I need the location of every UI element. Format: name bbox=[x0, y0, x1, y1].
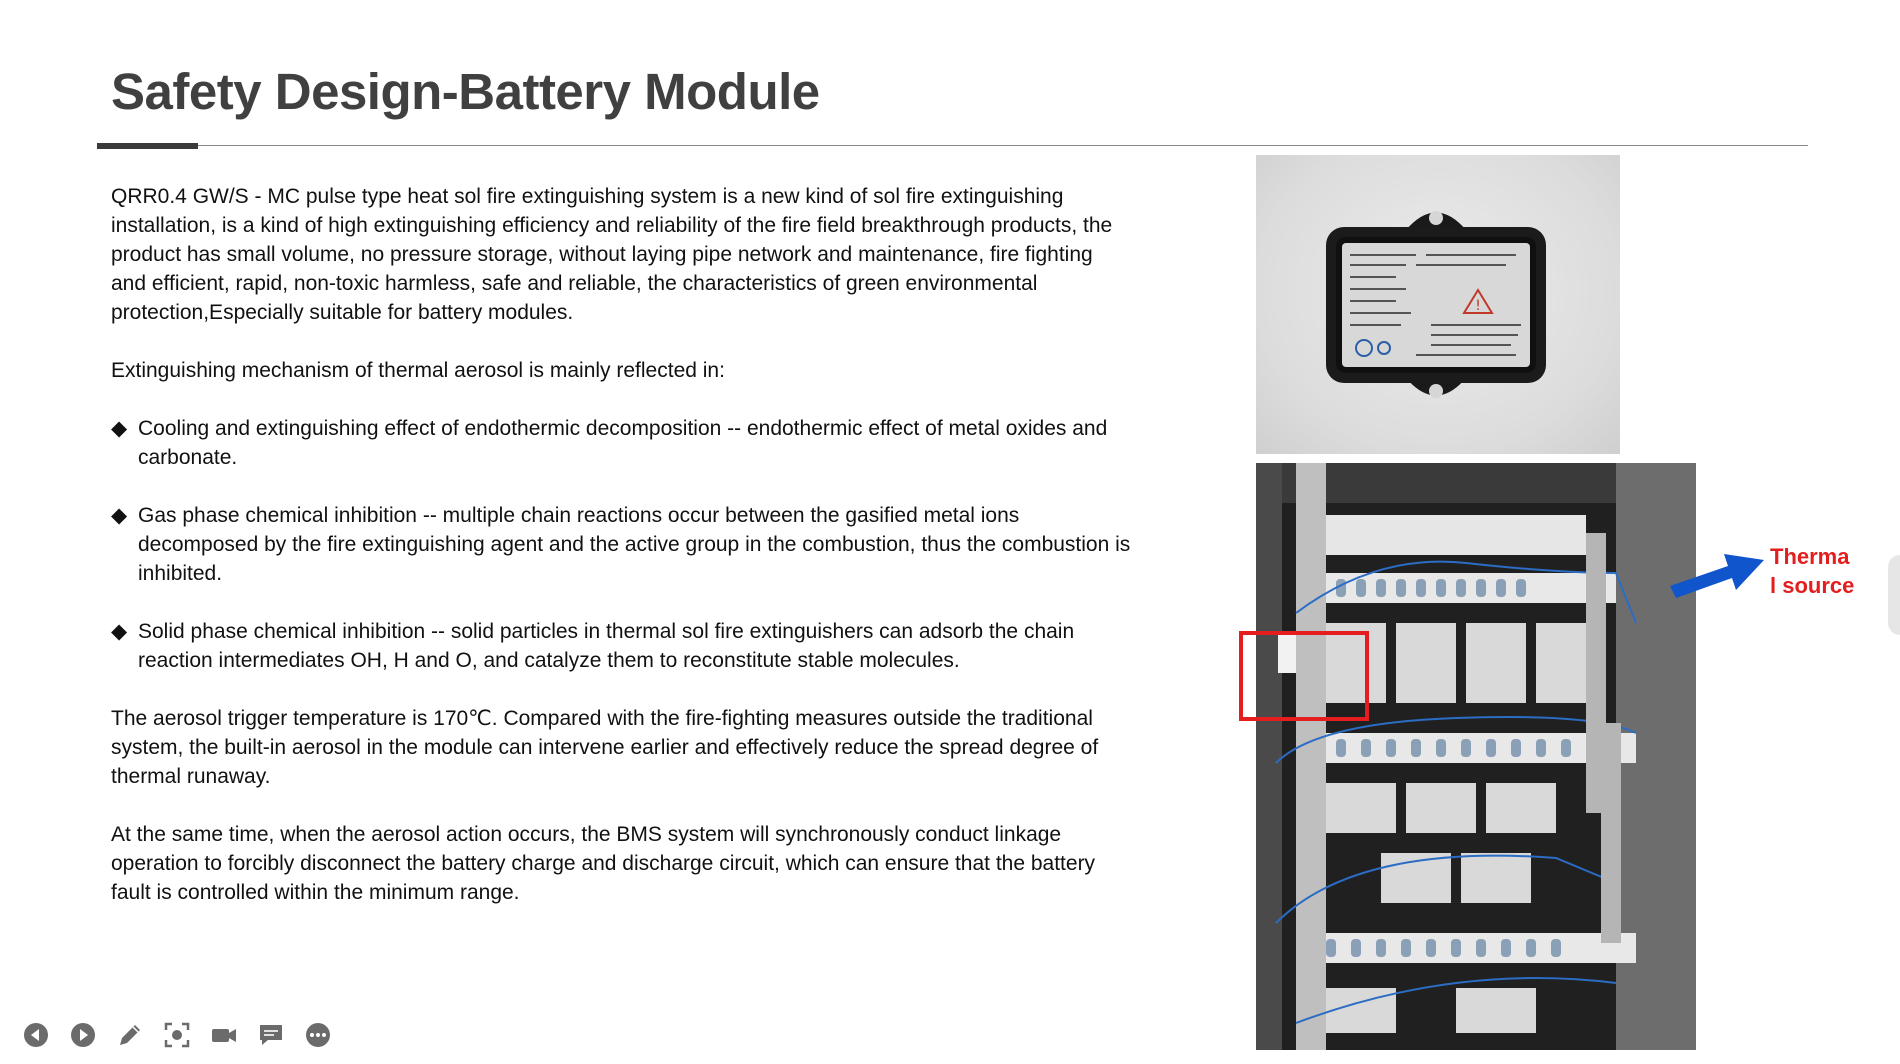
thermal-label-line1: Therma bbox=[1770, 544, 1850, 569]
battery-module-photo bbox=[1256, 463, 1696, 1050]
bullet-text: Gas phase chemical inhibition -- multipl… bbox=[138, 504, 1131, 585]
arrow-icon bbox=[1670, 554, 1764, 598]
aerosol-highlight-box bbox=[1239, 631, 1369, 721]
thermal-label-line2: l source bbox=[1770, 573, 1855, 598]
side-panel-handle[interactable] bbox=[1888, 555, 1900, 635]
screenshot-icon[interactable] bbox=[163, 1021, 191, 1049]
diamond-bullet-icon: ◆ bbox=[111, 504, 128, 527]
slide-body: QRR0.4 GW/S - MC pulse type heat sol fir… bbox=[111, 182, 1131, 936]
pen-icon[interactable] bbox=[116, 1021, 144, 1049]
next-icon[interactable] bbox=[69, 1021, 97, 1049]
trigger-temperature-paragraph: The aerosol trigger temperature is 170℃.… bbox=[111, 707, 1099, 788]
previous-icon[interactable] bbox=[22, 1021, 50, 1049]
bullet-item-2: ◆ Gas phase chemical inhibition -- multi… bbox=[111, 501, 1131, 588]
intro-paragraph: QRR0.4 GW/S - MC pulse type heat sol fir… bbox=[111, 185, 1113, 324]
diamond-bullet-icon: ◆ bbox=[111, 620, 128, 643]
bullet-text: Solid phase chemical inhibition -- solid… bbox=[138, 620, 1075, 672]
bullet-item-3: ◆ Solid phase chemical inhibition -- sol… bbox=[111, 617, 1131, 675]
aerosol-device-photo: ! bbox=[1256, 155, 1620, 454]
title-divider-accent bbox=[97, 143, 198, 149]
bullet-text: Cooling and extinguishing effect of endo… bbox=[138, 417, 1108, 469]
bms-linkage-paragraph: At the same time, when the aerosol actio… bbox=[111, 823, 1096, 904]
title-divider bbox=[97, 145, 1808, 146]
camera-icon[interactable] bbox=[210, 1021, 238, 1049]
comment-icon[interactable] bbox=[257, 1021, 285, 1049]
thermal-source-label: Therma l source bbox=[1770, 542, 1870, 600]
slide-title: Safety Design-Battery Module bbox=[111, 63, 820, 120]
diamond-bullet-icon: ◆ bbox=[111, 417, 128, 440]
more-icon[interactable] bbox=[304, 1021, 332, 1049]
svg-text:!: ! bbox=[1475, 298, 1481, 314]
mechanism-heading: Extinguishing mechanism of thermal aeros… bbox=[111, 359, 725, 382]
bullet-item-1: ◆ Cooling and extinguishing effect of en… bbox=[111, 414, 1131, 472]
